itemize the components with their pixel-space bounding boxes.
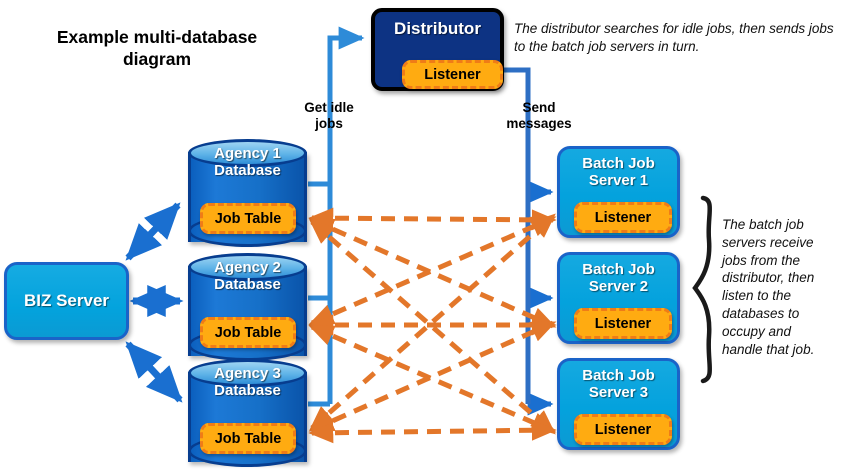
batch-job-server-listener[interactable]: Listener <box>574 414 672 445</box>
batch-job-server-node-3[interactable]: Batch Job Server 3 Listener <box>557 358 680 450</box>
distributor-title: Distributor <box>394 19 481 38</box>
batch-job-server-title-line2: Server 3 <box>588 383 649 401</box>
database-title-line1: Agency 3 <box>214 365 281 382</box>
distributor-node[interactable]: Distributor Listener <box>371 8 504 91</box>
page-title-line1: Example multi-database <box>56 27 258 47</box>
biz-server-node[interactable]: BIZ Server <box>4 262 129 340</box>
batch-job-server-title-line1: Batch Job <box>582 367 655 384</box>
batch-job-server-node-1[interactable]: Batch Job Server 1 Listener <box>557 146 680 238</box>
database-node-agency-1[interactable]: Agency 1 Database Job Table <box>188 139 307 255</box>
jobtable-listener-mesh <box>308 207 557 444</box>
biz-server-label: BIZ Server <box>23 291 110 310</box>
page-title-line2: diagram <box>122 49 192 70</box>
batch-job-server-title-line1: Batch Job <box>582 261 655 278</box>
job-table-pill[interactable]: Job Table <box>200 317 296 348</box>
batch-job-server-node-2[interactable]: Batch Job Server 2 Listener <box>557 252 680 344</box>
send-messages-label-line2: messages <box>506 116 572 132</box>
database-node-agency-2[interactable]: Agency 2 Database Job Table <box>188 253 307 369</box>
get-idle-jobs-label-line1: Get idle <box>304 100 354 115</box>
page-title: Example multi-database diagram <box>34 26 280 71</box>
right-curly-brace <box>692 195 712 384</box>
database-cylinder-top <box>188 139 307 167</box>
batch-job-server-title: Batch Job Server 2 <box>560 261 677 296</box>
database-title: Agency 1 Database <box>188 145 307 179</box>
database-title-line1: Agency 2 <box>214 259 281 276</box>
database-title: Agency 3 Database <box>188 365 307 399</box>
database-title-line1: Agency 1 <box>214 145 281 162</box>
distributor-caption: The distributor searches for idle jobs, … <box>514 21 834 54</box>
batch-servers-caption: The batch job servers receive jobs from … <box>722 217 815 357</box>
database-title-line2: Database <box>214 162 281 180</box>
batch-job-server-title-line2: Server 2 <box>588 277 649 295</box>
send-messages-label: Send messages <box>494 100 584 132</box>
database-cylinder-top <box>188 359 307 387</box>
get-idle-jobs-label: Get idle jobs <box>296 100 362 132</box>
database-title: Agency 2 Database <box>188 259 307 293</box>
send-messages-label-line1: Send <box>522 100 556 115</box>
batch-job-server-listener[interactable]: Listener <box>574 308 672 339</box>
database-title-line2: Database <box>214 276 281 294</box>
batch-job-server-title-line2: Server 1 <box>588 171 649 189</box>
job-table-pill[interactable]: Job Table <box>200 423 296 454</box>
get-idle-jobs-bus <box>308 26 365 407</box>
get-idle-jobs-label-line2: jobs <box>315 116 343 132</box>
batch-job-server-title: Batch Job Server 1 <box>560 155 677 190</box>
database-title-line2: Database <box>214 382 281 400</box>
batch-job-server-listener[interactable]: Listener <box>574 202 672 233</box>
job-table-pill[interactable]: Job Table <box>200 203 296 234</box>
batch-job-server-title-line1: Batch Job <box>582 155 655 172</box>
database-cylinder-top <box>188 253 307 281</box>
database-node-agency-3[interactable]: Agency 3 Database Job Table <box>188 359 307 475</box>
distributor-listener[interactable]: Listener <box>402 60 503 89</box>
biz-to-database-arrows <box>125 202 184 403</box>
batch-job-server-title: Batch Job Server 3 <box>560 367 677 402</box>
